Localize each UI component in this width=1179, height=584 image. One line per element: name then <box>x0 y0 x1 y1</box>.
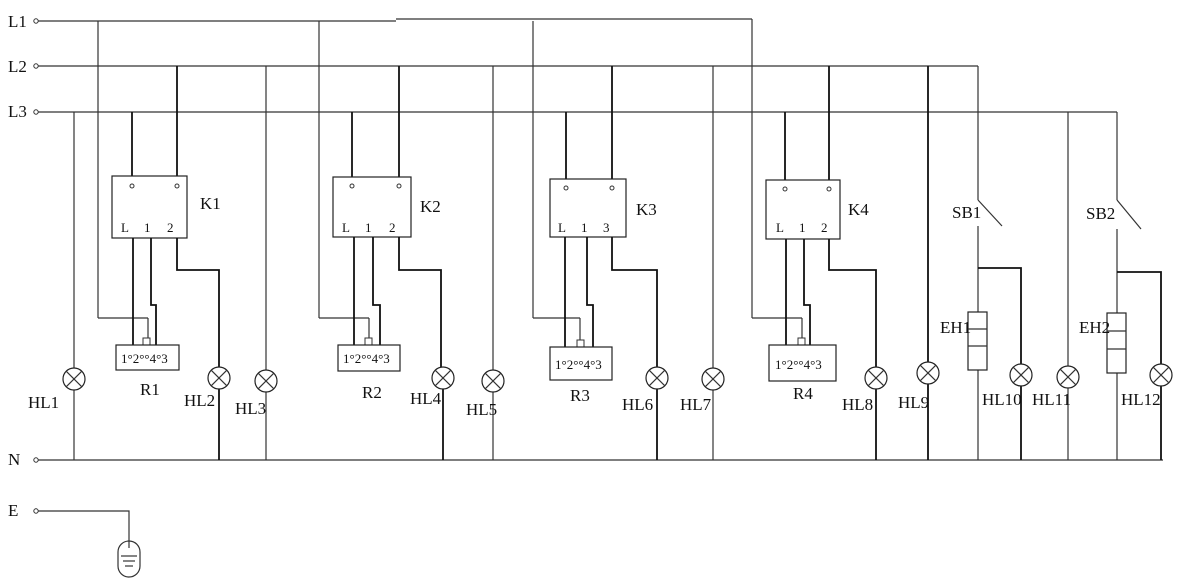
lamp-icon <box>1009 363 1033 387</box>
heater-eh2-icon <box>1106 312 1127 374</box>
lamp-icon <box>62 367 86 391</box>
lamp-icon <box>254 369 278 393</box>
lamp-label: HL7 <box>680 395 712 414</box>
contactor-k3-label: K3 <box>636 200 657 219</box>
contactor-k1-label: K1 <box>200 194 221 213</box>
contactor-k3-terminal-l: L <box>558 220 566 235</box>
lamp-icon <box>1056 365 1080 389</box>
contactor-k1 <box>111 175 188 239</box>
bus-terminal-l3 <box>33 109 39 115</box>
contactor-k4-terminal-1: 1 <box>799 220 806 235</box>
contactor-k2-terminal-2: 2 <box>389 220 396 235</box>
bus-label-n: N <box>8 450 20 469</box>
heater-eh2-label: EH2 <box>1079 318 1110 337</box>
lamp-label: HL6 <box>622 395 653 414</box>
contactor-k4-terminal-2: 2 <box>821 220 828 235</box>
contactor-k2-terminal-1: 1 <box>365 220 372 235</box>
contactor-k3-terminal-2: 3 <box>603 220 610 235</box>
relay-r3-pins: 1°2°°4°3 <box>555 357 602 372</box>
contactor-k1-terminal-1: 1 <box>144 220 151 235</box>
bus-label-l2: L2 <box>8 57 27 76</box>
section-4: K4 L 1 2 1°2°°4°3 R4 <box>751 19 877 403</box>
lamp-icon <box>207 366 231 390</box>
heater-branch-2: SB2 EH2 <box>1079 112 1162 460</box>
heater-eh1-label: EH1 <box>940 318 971 337</box>
relay-r3-label: R3 <box>570 386 590 405</box>
relay-r1-pins: 1°2°°4°3 <box>121 351 168 366</box>
contactor-k3-terminal-1: 1 <box>581 220 588 235</box>
lamp-label: HL2 <box>184 391 215 410</box>
relay-r4-label: R4 <box>793 384 813 403</box>
contactor-k1-terminal-l: L <box>121 220 129 235</box>
switch-sb1-label: SB1 <box>952 203 981 222</box>
relay-r2-label: R2 <box>362 383 382 402</box>
lamp-label: HL10 <box>982 390 1022 409</box>
ground-wire <box>38 510 130 548</box>
lamp-icon <box>481 369 505 393</box>
lamp-icon <box>431 366 455 390</box>
lamp-icon <box>1149 363 1173 387</box>
lamp-label: HL8 <box>842 395 873 414</box>
relay-r4-pins: 1°2°°4°3 <box>775 357 822 372</box>
heater-eh1-icon <box>967 311 988 371</box>
bus-label-e: E <box>8 501 18 520</box>
lamp-label: HL12 <box>1121 390 1161 409</box>
bus-terminal-l1 <box>33 18 39 24</box>
bus-label-l3: L3 <box>8 102 27 121</box>
switch-sb2-icon <box>1116 199 1142 230</box>
switch-sb1-icon <box>977 199 1003 227</box>
lamp-label: HL1 <box>28 393 59 412</box>
lamp-label: HL5 <box>466 400 497 419</box>
section-1: K1 L 1 2 1°2°°4°3 R1 <box>97 21 221 399</box>
lamp-icon <box>864 366 888 390</box>
relay-r2 <box>337 344 401 372</box>
contactor-k1-terminal-2: 2 <box>167 220 174 235</box>
bus-label-l1: L1 <box>8 12 27 31</box>
bus-terminal-e <box>33 508 39 514</box>
lamp-label: HL3 <box>235 399 266 418</box>
lamp-label: HL9 <box>898 393 929 412</box>
switch-sb2-label: SB2 <box>1086 204 1115 223</box>
bus-lines: L1 L2 L3 N E <box>8 12 1163 548</box>
section-2: K2 L 1 2 1°2°°4°3 R2 <box>318 21 442 402</box>
relay-r1 <box>115 344 180 371</box>
heater-branch-1: SB1 EH1 <box>940 66 1022 460</box>
contactor-k2-terminal-l: L <box>342 220 350 235</box>
relay-r4 <box>768 344 837 382</box>
lamp-icon <box>916 361 940 385</box>
bus-terminal-n <box>33 457 39 463</box>
bus-terminal-l2 <box>33 63 39 69</box>
lamp-icon <box>701 367 725 391</box>
contactor-k3 <box>549 178 627 238</box>
ground-icon <box>117 540 141 578</box>
relay-r3 <box>549 346 613 381</box>
relay-r1-label: R1 <box>140 380 160 399</box>
lamp-label: HL11 <box>1032 390 1071 409</box>
section-3: K3 L 1 3 1°2°°4°3 R3 <box>532 21 658 405</box>
contactor-k2-label: K2 <box>420 197 441 216</box>
lamp-icon <box>645 366 669 390</box>
contactor-k4-terminal-l: L <box>776 220 784 235</box>
contactor-k4-label: K4 <box>848 200 869 219</box>
relay-r2-pins: 1°2°°4°3 <box>343 351 390 366</box>
lamp-label: HL4 <box>410 389 442 408</box>
